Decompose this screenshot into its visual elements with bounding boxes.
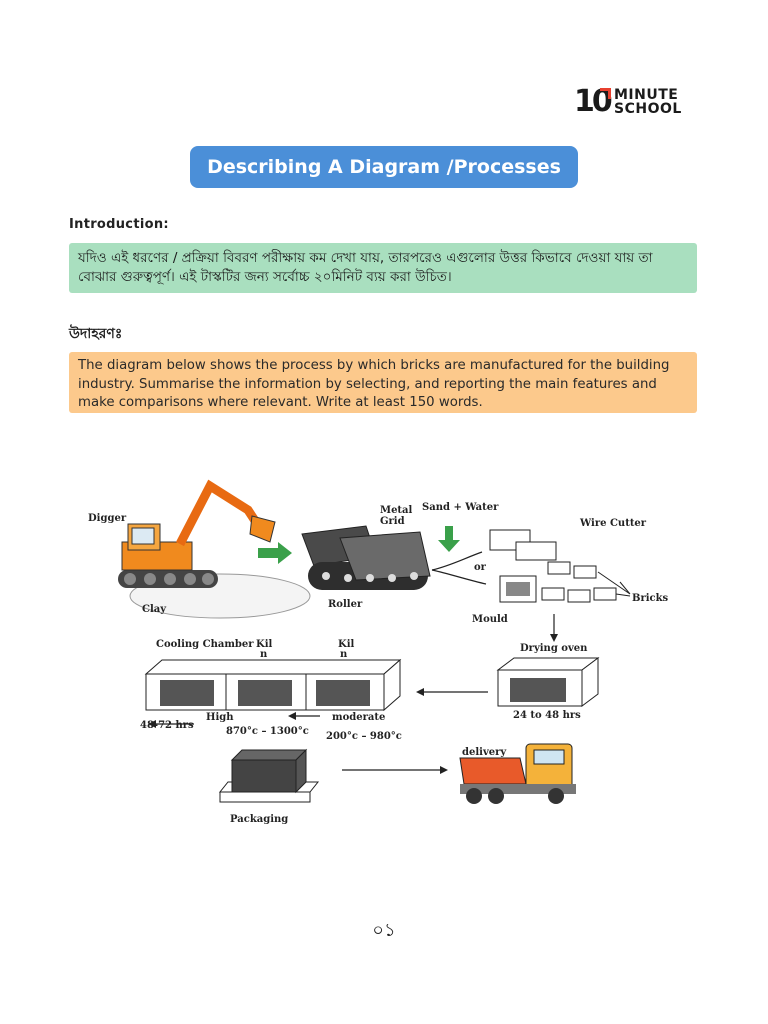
label-kiln-high: Kil bbox=[256, 639, 272, 650]
arrow-to-cutter bbox=[431, 551, 483, 571]
logo-line-2: SCHOOL bbox=[614, 101, 682, 117]
logo-accent-mark bbox=[600, 88, 611, 99]
metal-grid-roller bbox=[301, 525, 431, 590]
label-cooling-time: 48-72 hrs bbox=[140, 720, 194, 731]
label-drying-oven: Drying oven bbox=[520, 643, 588, 654]
label-kiln-moderate: Kil bbox=[338, 639, 354, 650]
label-digger: Digger bbox=[88, 513, 127, 524]
label-grid: Grid bbox=[380, 516, 405, 527]
label-drying-time: 24 to 48 hrs bbox=[513, 710, 581, 721]
arrow-moderate-to-high bbox=[288, 712, 296, 720]
label-moderate-temp: 200°c – 980°c bbox=[326, 731, 402, 742]
mould-illustration bbox=[499, 575, 617, 603]
truck-illustration bbox=[459, 743, 576, 804]
arrow-sand-water bbox=[438, 526, 460, 552]
label-kiln-mark-2: n bbox=[340, 649, 348, 660]
page-title: Describing A Diagram /Processes bbox=[190, 146, 578, 188]
label-cooling-chamber: Cooling Chamber bbox=[156, 639, 254, 650]
label-delivery: delivery bbox=[462, 747, 507, 758]
label-packaging: Packaging bbox=[230, 814, 288, 825]
label-kiln-mark-1: n bbox=[260, 649, 268, 660]
label-moderate: moderate bbox=[332, 712, 385, 723]
drying-oven-illustration bbox=[496, 657, 600, 707]
label-high: High bbox=[206, 712, 234, 723]
label-high-temp: 870°c – 1300°c bbox=[226, 726, 309, 737]
logo-line-1: MINUTE bbox=[614, 87, 679, 103]
digger-illustration bbox=[118, 479, 311, 619]
ten-minute-school-logo: 10 MINUTE SCHOOL bbox=[574, 86, 694, 120]
intro-text: যদিও এই ধরণের / প্রক্রিয়া বিবরণ পরীক্ষা… bbox=[69, 243, 697, 293]
label-sand-water: Sand + Water bbox=[422, 502, 499, 513]
label-roller: Roller bbox=[328, 599, 363, 610]
arrow-to-grid bbox=[258, 542, 292, 564]
task-text: The diagram below shows the process by w… bbox=[69, 352, 697, 413]
packaging-illustration bbox=[218, 748, 320, 803]
label-bricks: Bricks bbox=[632, 593, 669, 604]
bricks-pointer bbox=[597, 571, 631, 597]
arrow-to-kilns bbox=[416, 688, 424, 696]
arrow-to-cooling bbox=[148, 720, 156, 728]
page-number: ০১ bbox=[372, 920, 396, 941]
label-clay: Clay bbox=[142, 604, 167, 615]
label-metal: Metal bbox=[380, 505, 413, 516]
arrow-to-delivery bbox=[440, 766, 448, 774]
arrow-to-oven bbox=[550, 634, 558, 642]
example-label: উদাহরণঃ bbox=[69, 326, 123, 342]
label-mould: Mould bbox=[472, 614, 508, 625]
label-or: or bbox=[474, 562, 487, 573]
wire-cutter-illustration bbox=[489, 529, 597, 579]
arrow-to-mould bbox=[431, 569, 487, 585]
brick-process-diagram: Digger Clay Metal Grid Roller Sand + Wat… bbox=[88, 479, 669, 825]
label-wire-cutter: Wire Cutter bbox=[579, 518, 647, 529]
kilns-cooling-illustration bbox=[144, 658, 402, 712]
intro-label: Introduction: bbox=[69, 217, 169, 232]
